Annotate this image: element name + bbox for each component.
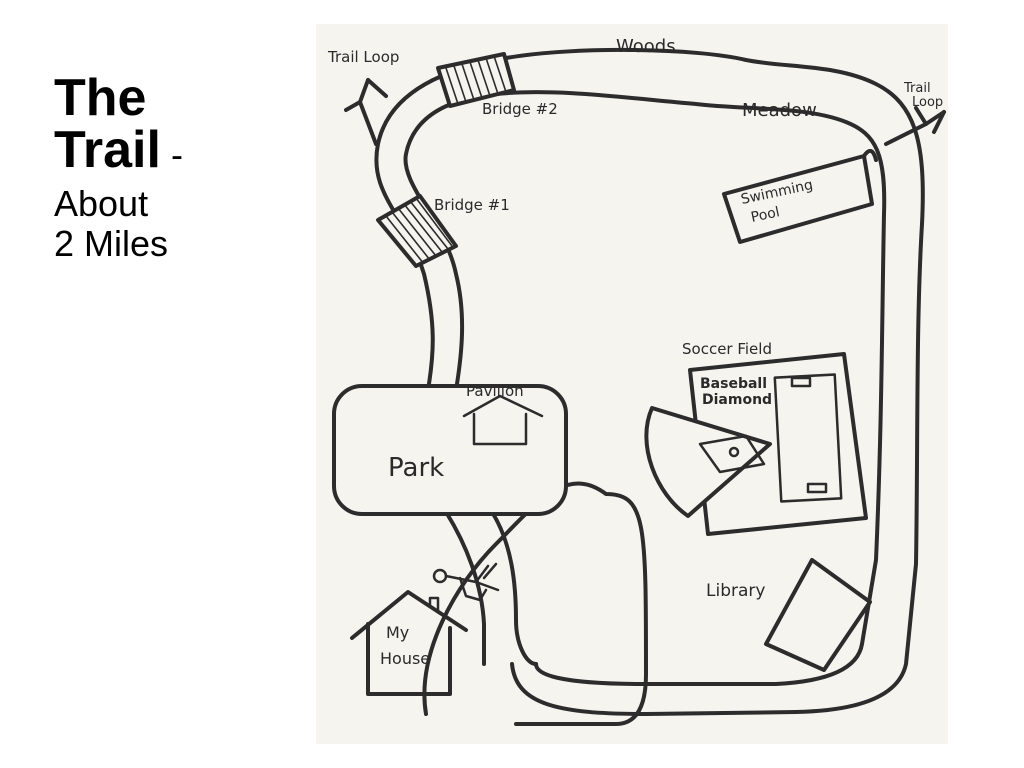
trail-park-to-house-left — [444, 510, 486, 666]
bridge-1-icon — [376, 194, 458, 268]
runner-icon — [432, 562, 500, 602]
subtitle: About 2 Miles — [54, 183, 294, 265]
subtitle-line-1: About — [54, 183, 149, 224]
trail-outer-edge — [422, 481, 648, 726]
label-trail-loop-right-2: Loop — [912, 95, 943, 110]
label-trail-loop-left: Trail Loop — [327, 48, 399, 66]
label-pool: Pool — [750, 204, 782, 226]
house-icon — [350, 590, 468, 696]
label-diamond: Diamond — [702, 392, 772, 408]
label-my: My — [386, 623, 409, 642]
label-soccer-field: Soccer Field — [682, 340, 772, 358]
trail-park-to-house-right — [490, 510, 538, 666]
label-bridge-1: Bridge #1 — [434, 196, 510, 214]
title-trail: Trail — [54, 121, 161, 179]
trail-loop-right-arrow-icon — [884, 106, 946, 146]
label-pavilion: Pavilion — [466, 382, 524, 400]
subtitle-line-2: 2 Miles — [54, 223, 169, 265]
label-woods: Woods — [616, 36, 676, 57]
baseball-diamond-icon — [644, 406, 772, 518]
park-area-icon — [332, 384, 568, 516]
trail-loop-left-arrow-icon — [344, 78, 388, 146]
label-house: House — [380, 649, 430, 668]
soccer-field-icon — [688, 352, 868, 536]
bridge-2-icon — [436, 52, 516, 108]
pavilion-icon — [462, 394, 544, 446]
slide-title: The Trail - About 2 Miles — [54, 72, 294, 265]
label-baseball: Baseball — [700, 376, 767, 392]
title-the: The — [54, 69, 147, 127]
label-meadow: Meadow — [742, 100, 817, 121]
trail-loop-outer — [374, 47, 925, 716]
trail-map: Trail Loop Woods Meadow Bridge #2 Bridge… — [316, 24, 948, 744]
trail-loop-inner — [403, 90, 887, 686]
label-park: Park — [388, 453, 444, 483]
label-library: Library — [706, 581, 765, 601]
label-bridge-2: Bridge #2 — [482, 100, 558, 118]
title-dash: - — [160, 134, 183, 175]
library-icon — [764, 558, 872, 672]
swimming-pool-icon — [722, 148, 878, 244]
trail-map-drawing: Trail Loop Woods Meadow Bridge #2 Bridge… — [327, 36, 946, 726]
label-trail-loop-right-1: Trail — [903, 81, 931, 96]
